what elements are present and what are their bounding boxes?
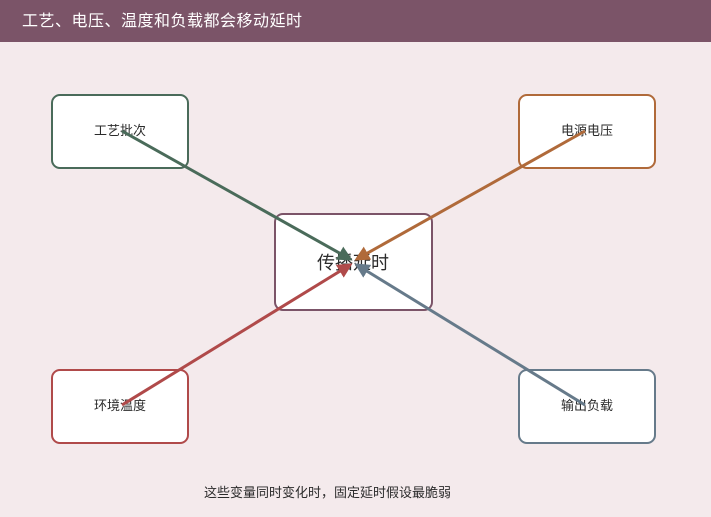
center-label: 传播延时 xyxy=(317,253,389,274)
caption: 这些变量同时变化时，固定延时假设最脆弱 xyxy=(203,486,451,501)
node-voltage-label: 电源电压 xyxy=(561,124,613,139)
arrow-load-to-center xyxy=(354,263,586,407)
node-temperature-label: 环境温度 xyxy=(94,398,146,414)
node-load-label: 输出负载 xyxy=(561,398,613,414)
arrow-process-to-center xyxy=(121,129,353,261)
node-temperature: 环境温度 xyxy=(51,369,189,444)
arrow-voltage-to-center xyxy=(354,129,586,261)
arrow-temperature-to-center xyxy=(121,263,353,407)
page-title: 工艺、电压、温度和负载都会移动延时 xyxy=(0,0,711,42)
node-process-label: 工艺批次 xyxy=(94,123,146,139)
node-voltage: 电源电压 xyxy=(518,94,656,169)
node-load: 输出负载 xyxy=(518,369,656,444)
